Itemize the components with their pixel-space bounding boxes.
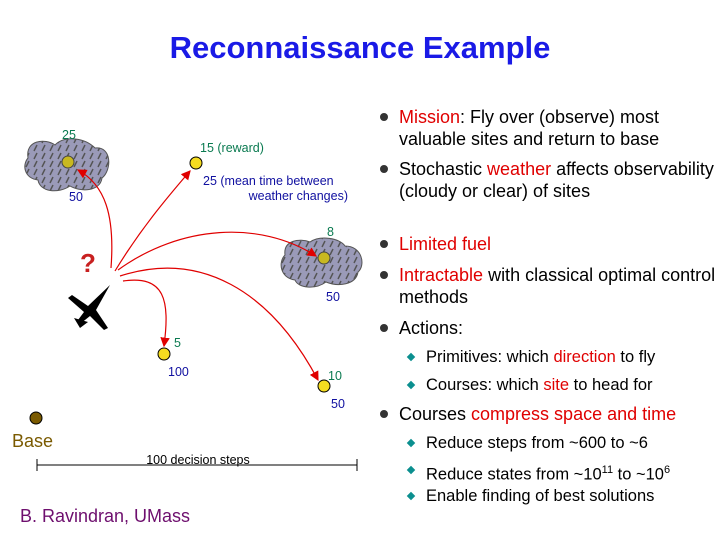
highlight: direction [553, 348, 616, 366]
site-weather-time: 100 [168, 365, 189, 379]
bullet-text: Primitives: which [426, 348, 554, 366]
base-marker [29, 411, 43, 425]
highlight: Intractable [399, 265, 484, 285]
author-credit: B. Ravindran, UMass [20, 506, 191, 526]
bullet-icon [380, 271, 388, 279]
bullet-icon [380, 165, 388, 173]
airplane-icon [68, 285, 110, 330]
base-label: Base [12, 431, 53, 451]
bullet-icon [380, 113, 388, 121]
site-weather-time: 50 [326, 290, 340, 304]
site-marker [61, 155, 75, 169]
site-reward: 5 [174, 336, 181, 350]
scale-label: 100 decision steps [146, 453, 250, 467]
highlight: compress space and time [471, 404, 677, 424]
site-weather-time: 50 [331, 397, 345, 411]
bullet-icon [380, 324, 388, 332]
site-marker [317, 379, 331, 393]
bullet-text: to ~10 [613, 465, 664, 484]
bullet-text: Courses [399, 404, 472, 424]
bullet-icon [380, 410, 388, 418]
bullet-text: Stochastic [399, 159, 488, 179]
site-reward: 15 (reward) [200, 141, 264, 155]
exponent: 6 [663, 464, 671, 476]
site-marker [317, 251, 331, 265]
bullet-icon [380, 240, 388, 248]
bullet-text: to fly [615, 348, 656, 366]
site-reward: 8 [327, 225, 334, 239]
site-reward: 10 [328, 369, 342, 383]
question-mark: ? [80, 248, 96, 278]
site-marker [189, 156, 203, 170]
bullet-text: : Fly over (observe) most valuable sites… [399, 107, 660, 149]
bullet-text: Reduce states from ~10 [426, 465, 602, 484]
site-weather-time: weather changes) [248, 189, 348, 203]
site-weather-time: 50 [69, 190, 83, 204]
course-arrows [76, 169, 319, 382]
bullet-text: Courses: which [426, 376, 544, 394]
scale-bar [36, 459, 358, 471]
bullet-text: affects observability (cloudy or clear) … [399, 159, 714, 201]
bullet-text: with classical optimal control methods [399, 265, 716, 307]
highlight: site [543, 376, 570, 394]
exponent: 11 [601, 464, 614, 476]
slide-title: Reconnaissance Example [169, 30, 551, 65]
bullet-text: to head for [569, 376, 653, 394]
highlight: Limited fuel [399, 234, 492, 254]
site-marker [157, 347, 171, 361]
site-weather-time: 25 (mean time between [203, 174, 334, 188]
highlight: weather [487, 159, 552, 179]
site-reward: 25 [62, 128, 76, 142]
highlight: Mission [399, 107, 461, 127]
